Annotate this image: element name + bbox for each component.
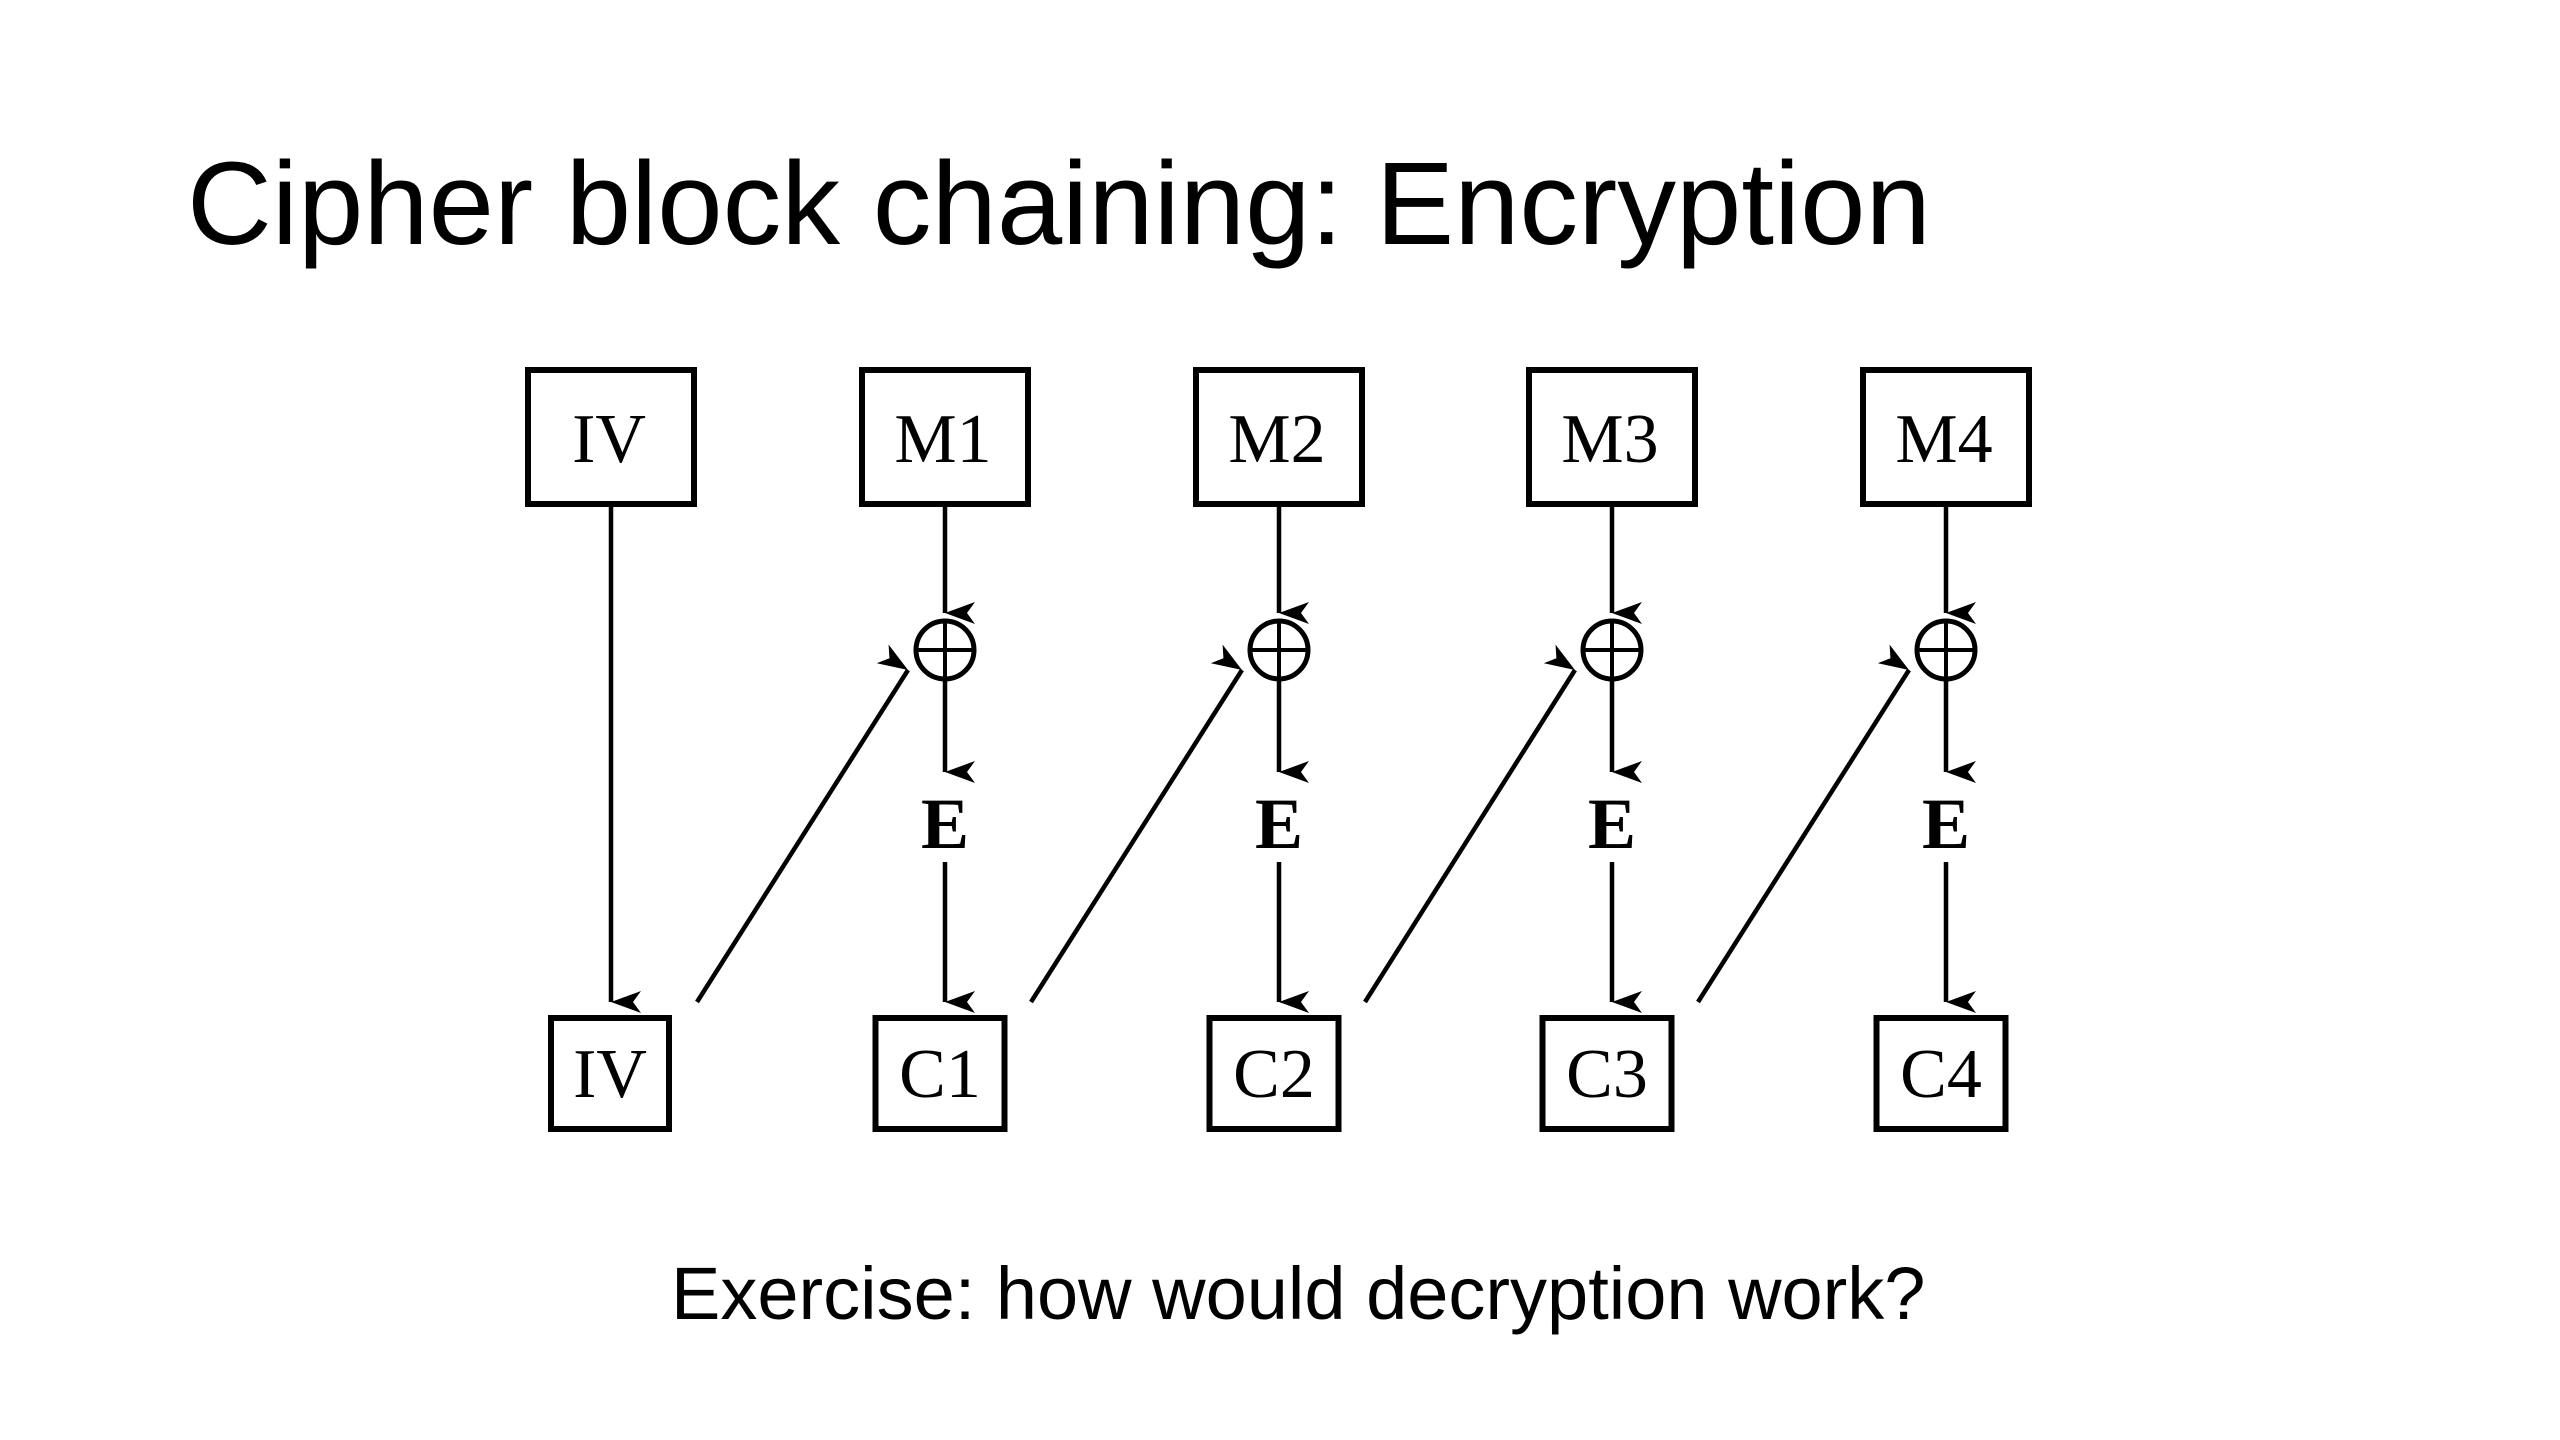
bottom-block-c1: C1	[872, 1015, 1008, 1132]
chaining-diagonal-arrow	[1363, 644, 1577, 1004]
chaining-diagonal-arrow	[695, 644, 910, 1004]
bottom-block-label: C1	[899, 1036, 981, 1113]
bottom-block-label: C3	[1566, 1036, 1648, 1113]
bottom-block-box	[1873, 1015, 2009, 1132]
top-block-label: M1	[894, 401, 991, 478]
top-block-box	[525, 367, 697, 507]
xor-icon	[1247, 618, 1311, 682]
bottom-block-label: C2	[1233, 1036, 1315, 1113]
encrypt-function-label: E	[1922, 784, 1970, 864]
chaining-diagonal-arrow	[1696, 644, 1911, 1004]
top-block-box	[1526, 367, 1698, 507]
chaining-diagonal-arrow	[1029, 644, 1244, 1004]
encrypt-function-label: E	[921, 784, 969, 864]
xor-icon	[1914, 618, 1978, 682]
bottom-block-label: IV	[573, 1036, 647, 1113]
bottom-block-iv: IV	[548, 1015, 672, 1132]
bottom-block-box	[1539, 1015, 1675, 1132]
bottom-block-box	[548, 1015, 672, 1132]
top-block-box	[1860, 367, 2032, 507]
encrypt-function-label: E	[1255, 784, 1303, 864]
top-block-m3: M3	[1526, 367, 1698, 507]
exercise-caption: Exercise: how would decryption work?	[671, 1252, 1926, 1335]
xor-icon	[913, 618, 977, 682]
bottom-block-box	[1206, 1015, 1342, 1132]
top-block-m2: M2	[1193, 367, 1365, 507]
slide-title: Cipher block chaining: Encryption	[187, 138, 1931, 269]
top-block-box	[1193, 367, 1365, 507]
bottom-block-c4: C4	[1873, 1015, 2009, 1132]
encrypt-function-label: E	[1588, 784, 1636, 864]
top-block-m4: M4	[1860, 367, 2032, 507]
bottom-block-c2: C2	[1206, 1015, 1342, 1132]
bottom-block-box	[872, 1015, 1008, 1132]
top-block-label: IV	[572, 401, 646, 478]
top-block-label: M3	[1561, 401, 1658, 478]
xor-icon	[1580, 618, 1644, 682]
top-block-iv: IV	[525, 367, 697, 507]
bottom-block-c3: C3	[1539, 1015, 1675, 1132]
top-block-label: M2	[1228, 401, 1325, 478]
top-block-label: M4	[1895, 401, 1992, 478]
top-block-box	[859, 367, 1031, 507]
bottom-block-label: C4	[1900, 1036, 1982, 1113]
top-block-m1: M1	[859, 367, 1031, 507]
